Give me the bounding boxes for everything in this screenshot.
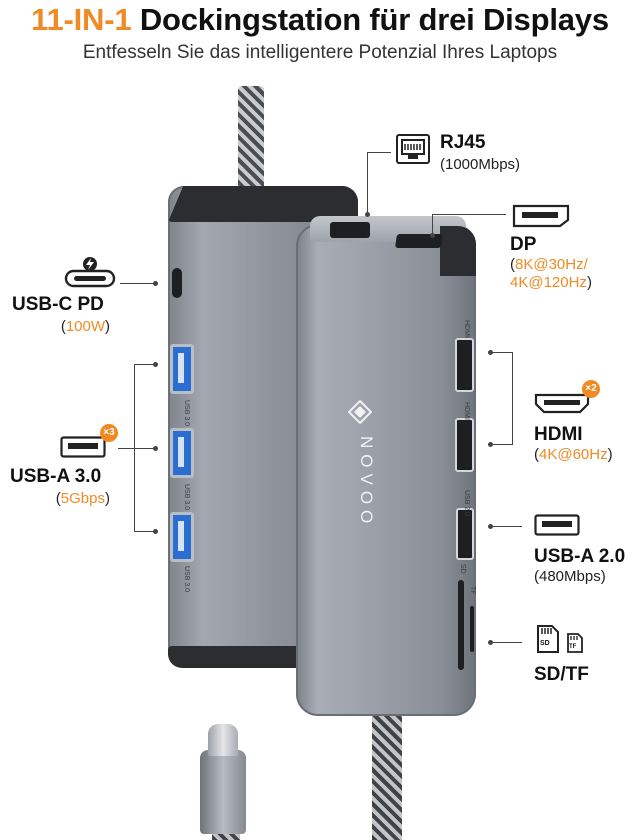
usb3-marking-3: USB 3.0 [183,566,190,593]
dp-spec-line1: (8K@30Hz/ [510,256,588,273]
hdmi-spec-line: (4K@60Hz) [534,446,613,463]
usb3-marking-1: USB 3.0 [183,400,190,427]
usbc-pd-label: USB-C PD [12,294,104,315]
hdmi-icon [534,393,590,414]
tf-card-icon-text: TF [569,644,577,650]
brand-logo-text: NOVOO [357,436,376,530]
usb3-dot-2 [153,446,158,451]
rj45-label: RJ45 [440,132,486,153]
usbc-pd-spec: 100W [65,318,105,335]
usb3-port-1 [170,344,194,394]
usbc-leader-h [120,283,154,284]
hub-front-cap [440,226,476,276]
usbc-pd-spec-line: (100W) [60,318,110,335]
usb3-leader-h1 [134,364,154,365]
hdmi-spec: 4K@60Hz [539,446,608,463]
hdmi-port-2 [455,418,474,472]
usb2-label: USB-A 2.0 [534,546,626,567]
hdmi-label: HDMI [534,424,583,445]
sdtf-leader-dot [488,640,493,645]
displayport-icon [512,204,570,228]
usb2-leader-dot [488,524,493,529]
hdmi-marking-2: HDMI [463,402,470,420]
tf-marking: TF [469,586,476,595]
usb2-port [456,508,474,560]
usb3-leader-v [134,364,135,531]
sd-marking: SD [459,564,466,574]
usb3-leader-out [118,448,134,449]
bottom-cable [372,700,402,840]
sdtf-label: SD/TF [534,664,589,685]
usbc-plug-body [200,750,246,834]
dp-spec-line2: 4K@120Hz) [510,274,592,291]
hdmi-dot-1 [488,350,493,355]
sd-card-icon [537,625,559,653]
title-text: Dockingstation für drei Displays [139,2,609,37]
dp-leader-v [432,214,433,236]
usbc-pd-port [172,268,182,298]
usb3-leader-h2 [134,448,154,449]
hdmi-marking-1: HDMI [463,320,470,338]
dp-spec-2: 4K@120Hz [510,274,587,291]
sd-card-icon-text: SD [540,640,550,647]
hdmi-leader-v [512,352,513,445]
usb-a-icon [534,514,580,536]
dp-leader-h [432,214,506,215]
usb3-label: USB-A 3.0 [10,466,102,487]
top-cable [238,86,264,196]
hdmi-count-badge: ×2 [582,380,600,398]
hub-front-body [296,224,476,716]
dp-label: DP [510,234,537,255]
usb3-dot-1 [153,362,158,367]
sd-slot [458,580,464,670]
hdmi-leader-h2 [492,444,512,445]
dp-port [395,234,443,248]
hdmi-port-1 [455,338,474,392]
ethernet-port-icon [396,134,430,164]
page-subtitle: Entfesseln Sie das intelligentere Potenz… [82,42,558,63]
rj45-port [330,222,370,238]
hdmi-dot-2 [488,442,493,447]
usb3-spec-line: (5Gbps) [55,490,110,507]
usb-a3-icon [60,436,106,458]
rj45-spec: (1000Mbps) [440,156,521,173]
rj45-leader-v [367,152,368,214]
usb3-leader-h3 [134,531,154,532]
brand-logo-icon [348,400,372,424]
tf-slot [470,606,474,652]
usb2-marking: USB 2.0 [463,490,470,517]
usb2-spec: (480Mbps) [534,568,606,585]
tf-card-icon [567,633,583,653]
rj45-leader-dot [365,212,370,217]
rj45-leader-h [367,152,391,153]
usb3-port-2 [170,428,194,478]
dp-leader-dot [430,233,435,238]
usb3-dot-3 [153,529,158,534]
usb3-spec: 5Gbps [60,490,105,507]
hdmi-leader-h1 [492,352,512,353]
usb3-marking-2: USB 3.0 [183,484,190,511]
usb3-count-badge: ×3 [100,424,118,442]
title-accent: 11-IN-1 [31,2,132,37]
page-title: 11-IN-1 Dockingstation für drei Displays [0,2,640,38]
dp-spec-1: 8K@30Hz/ [515,256,588,273]
usb-c-charge-icon [64,257,116,288]
usb3-port-3 [170,512,194,562]
usb2-leader-h [492,526,522,527]
usbc-leader-dot [153,281,158,286]
usbc-plug-tip [208,724,238,756]
sdtf-leader-h [492,642,522,643]
